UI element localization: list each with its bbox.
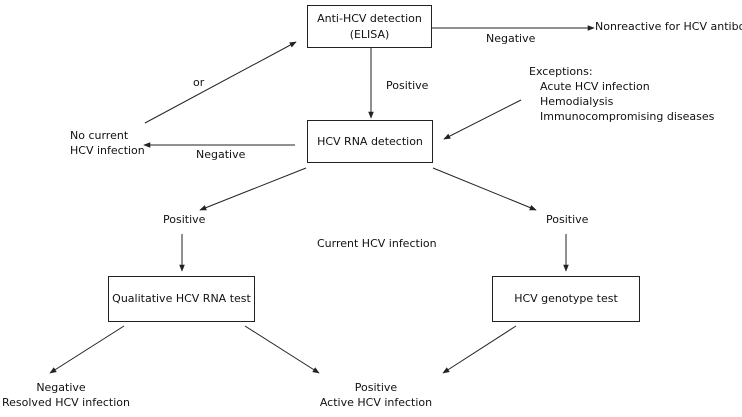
arrow-rna-to-positive-right xyxy=(432,167,537,211)
arrow-exceptions-to-rna xyxy=(443,99,522,140)
exception-item: Hemodialysis xyxy=(540,95,614,108)
anti-hcv-detection-box: Anti-HCV detection (ELISA) xyxy=(307,5,432,48)
negative-label-top: Negative xyxy=(486,32,536,45)
no-current-line2: HCV infection xyxy=(70,144,145,157)
nonreactive-label: Nonreactive for HCV antibody xyxy=(595,20,742,33)
hcv-rna-label: HCV RNA detection xyxy=(317,134,423,148)
genotype-label: HCV genotype test xyxy=(514,292,618,305)
active-line1: Positive xyxy=(354,381,398,394)
exception-item: Immunocompromising diseases xyxy=(540,110,715,123)
exceptions-title: Exceptions: xyxy=(529,65,593,78)
arrow-qualitative-to-active xyxy=(244,325,320,374)
arrow-rna-to-positive-left xyxy=(199,167,307,211)
positive-label-top: Positive xyxy=(386,79,429,92)
no-current-line1: No current xyxy=(70,129,129,142)
anti-hcv-line2: (ELISA) xyxy=(349,27,390,41)
resolved-line1: Negative xyxy=(36,381,86,394)
hcv-rna-detection-box: HCV RNA detection xyxy=(307,120,433,163)
or-label: or xyxy=(193,76,205,89)
current-infection-label: Current HCV infection xyxy=(317,237,437,250)
resolved-infection-label: Negative Resolved HCV infection xyxy=(2,380,130,410)
no-current-infection-label: No current HCV infection xyxy=(70,128,145,158)
active-infection-label: Positive Active HCV infection xyxy=(318,380,434,410)
exceptions-block: Exceptions: Acute HCV infection Hemodial… xyxy=(529,64,714,124)
active-line2: Active HCV infection xyxy=(319,396,433,409)
positive-label-right: Positive xyxy=(546,213,589,226)
genotype-test-box: HCV genotype test xyxy=(492,276,640,322)
qualitative-label: Qualitative HCV RNA test xyxy=(112,292,251,305)
anti-hcv-line1: Anti-HCV detection xyxy=(317,11,422,25)
positive-label-left: Positive xyxy=(163,213,206,226)
arrow-qualitative-to-negative xyxy=(49,325,125,374)
arrow-genotype-to-active xyxy=(442,325,517,374)
resolved-line2: Resolved HCV infection xyxy=(2,396,130,409)
negative-label-mid: Negative xyxy=(196,148,246,161)
qualitative-rna-test-box: Qualitative HCV RNA test xyxy=(108,276,255,322)
arrow-or-to-anti xyxy=(144,41,297,124)
exception-item: Acute HCV infection xyxy=(540,80,650,93)
